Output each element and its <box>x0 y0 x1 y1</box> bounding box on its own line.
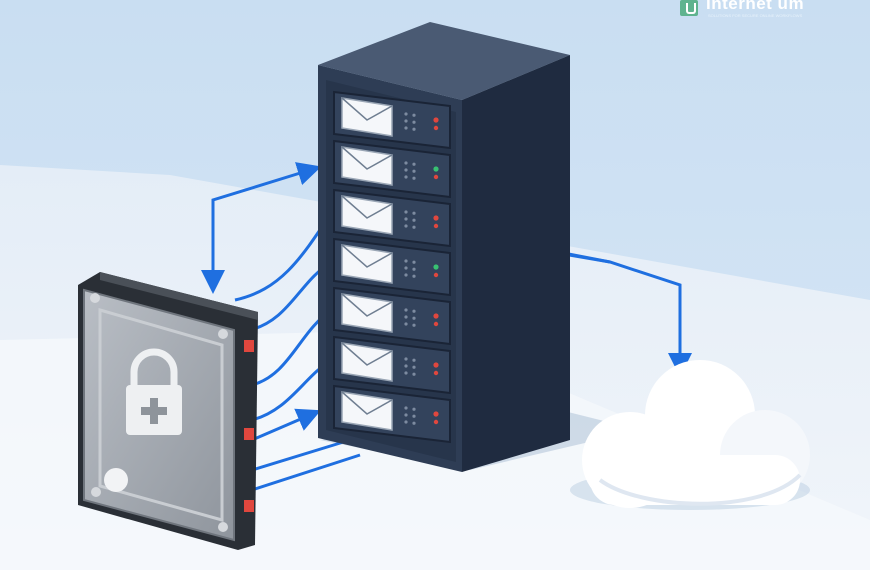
envelope-icon <box>341 342 393 382</box>
drive-connector-pin <box>244 428 254 440</box>
vent-dot <box>412 127 416 131</box>
drive-connector-pin <box>244 340 254 352</box>
vent-dot <box>412 162 416 166</box>
status-led-icon <box>433 321 439 327</box>
vent-dot <box>404 364 408 368</box>
vent-dot <box>404 371 408 375</box>
vent-dot <box>404 217 408 221</box>
vent-dot <box>404 126 408 130</box>
status-led-icon <box>433 264 439 270</box>
vent-dot <box>412 358 416 362</box>
vent-dot <box>404 175 408 179</box>
screw-icon <box>218 329 228 339</box>
connector-line <box>251 438 351 472</box>
status-led-icon <box>433 411 439 417</box>
server-slot <box>333 237 451 297</box>
server-rack-side <box>462 55 570 472</box>
status-led-icon <box>433 223 439 229</box>
connector-line <box>251 408 322 442</box>
vent-dot <box>404 168 408 172</box>
vent-dot <box>412 225 416 229</box>
status-led-icon <box>433 166 439 172</box>
vent-dot <box>404 259 408 263</box>
status-led-icon <box>433 362 439 368</box>
vent-dot <box>404 357 408 361</box>
vent-dot <box>412 176 416 180</box>
brand-logo-icon <box>680 0 698 16</box>
server-slot <box>333 335 451 395</box>
hard-drive-recess <box>98 308 224 522</box>
status-led-icon <box>433 272 439 278</box>
status-led-icon <box>433 174 439 180</box>
vent-dot <box>412 372 416 376</box>
server-slots <box>333 90 451 444</box>
screw-icon <box>90 293 100 303</box>
vent-dot <box>404 161 408 165</box>
connector-line <box>251 453 361 492</box>
server-rack-top <box>318 22 570 100</box>
vent-dot <box>404 315 408 319</box>
brand-name: Internet um <box>706 0 805 13</box>
status-led-icon <box>433 215 439 221</box>
vent-dot <box>412 267 416 271</box>
vent-dot <box>412 309 416 313</box>
vent-dot <box>412 211 416 215</box>
brand-tagline: SOLUTIONS FOR SECURE ONLINE WORKFLOWS <box>708 13 803 18</box>
server-slot <box>333 139 451 199</box>
vent-dot <box>404 112 408 116</box>
vent-dot <box>404 322 408 326</box>
vent-dot <box>404 224 408 228</box>
status-led-icon <box>433 419 439 425</box>
status-led-icon <box>433 370 439 376</box>
vent-dot <box>404 406 408 410</box>
hard-drive <box>78 272 258 550</box>
vent-dot <box>404 420 408 424</box>
vent-dot <box>412 316 416 320</box>
status-led-icon <box>433 117 439 123</box>
vent-dot <box>412 120 416 124</box>
envelope-icon <box>341 195 393 235</box>
screw-icon <box>91 487 101 497</box>
vent-dot <box>404 266 408 270</box>
vent-dot <box>412 323 416 327</box>
server-slot <box>333 188 451 248</box>
server-slot <box>333 286 451 346</box>
vent-dot <box>404 210 408 214</box>
hard-drive-edge <box>100 272 258 320</box>
spindle-icon <box>104 468 128 492</box>
status-led-icon <box>433 125 439 131</box>
server-rack <box>318 22 570 472</box>
envelope-icon <box>341 244 393 284</box>
vent-dot <box>412 414 416 418</box>
envelope-icon <box>341 391 393 431</box>
vent-dot <box>412 113 416 117</box>
envelope-icon <box>341 97 393 137</box>
server-slot <box>333 384 451 444</box>
vent-dot <box>412 169 416 173</box>
vent-dot <box>412 407 416 411</box>
brand-logo: Internet um SOLUTIONS FOR SECURE ONLINE … <box>678 0 868 22</box>
lock-plus-icon <box>126 348 182 435</box>
vent-dot <box>404 413 408 417</box>
vent-dot <box>412 218 416 222</box>
vent-dot <box>412 421 416 425</box>
vent-dot <box>404 273 408 277</box>
vent-dot <box>412 274 416 278</box>
server-slot <box>333 90 451 150</box>
status-led-icon <box>433 313 439 319</box>
connector-line <box>211 162 322 270</box>
vent-dot <box>404 119 408 123</box>
screw-icon <box>218 522 228 532</box>
envelope-icon <box>341 293 393 333</box>
drive-connector-pin <box>244 500 254 512</box>
vent-dot <box>404 308 408 312</box>
vent-dot <box>412 365 416 369</box>
vent-dot <box>412 260 416 264</box>
cloud-icon <box>570 360 810 510</box>
envelope-icon <box>341 146 393 186</box>
